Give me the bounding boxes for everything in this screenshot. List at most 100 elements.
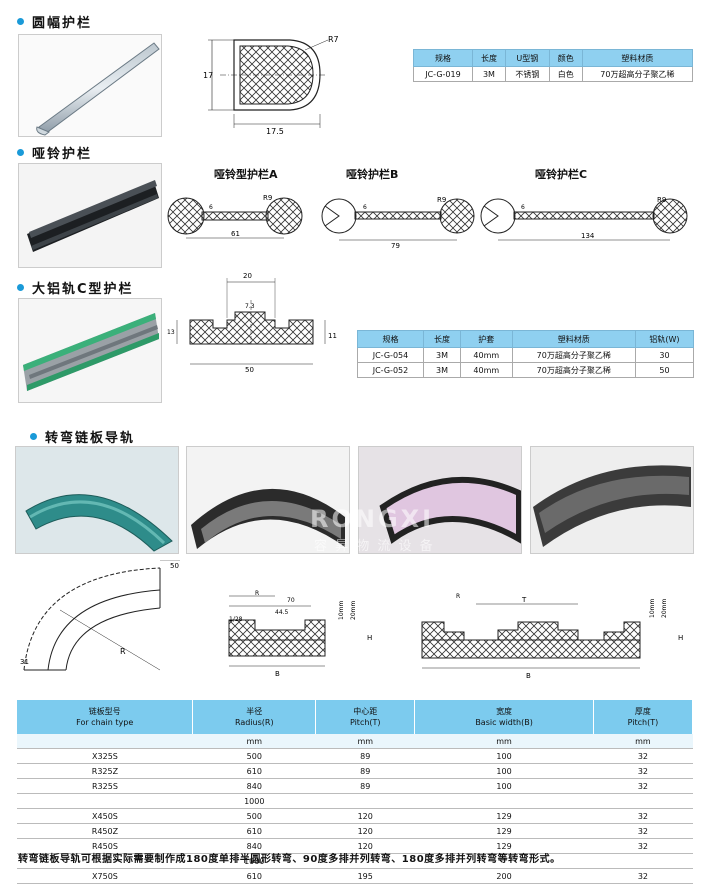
bullet-icon [17,284,24,291]
table-cell: R450Z [17,823,193,839]
table-cell: R325S [17,778,193,794]
caption-dumbbell-a: 哑铃型护栏A [214,168,278,181]
section-title-dumbbell: 哑铃护栏 [17,143,92,162]
td: JC-G-019 [413,66,473,82]
dim-right-h: H [678,634,683,642]
table-cell: 129 [414,838,594,854]
td: 3M [422,347,462,363]
table-cell [414,793,594,809]
watermark-sub: 容 昇 物 流 设 备 [314,539,435,554]
table-cell: 129 [414,808,594,824]
th: U型钢 [505,49,550,67]
dim-c-t: 6 [521,204,525,211]
table-cell: 100 [414,748,594,764]
caption-dumbbell-b: 哑铃护栏B [346,168,399,181]
table-cell: 1000 [192,793,316,809]
curve-photo-4 [530,446,694,554]
dim-top: 20 [243,272,252,280]
dim-right-10: 10mm [649,599,656,618]
footer-note: 转弯链板导轨可根据实际需要制作成180度单排半圆形转弯、90度多排并列转弯、18… [18,854,561,865]
section-title-curve: 转弯链板导轨 [30,427,135,446]
table-cell: X325S [17,748,193,764]
table-cell: 32 [593,808,693,824]
table-cell: R325Z [17,763,193,779]
dim-mid-128: 1/28 [229,616,243,623]
table-cell: 120 [315,823,415,839]
dim-right-b: B [526,672,531,680]
bullet-icon [30,433,37,440]
td: 30 [634,347,695,363]
dim-c-w: 134 [581,232,595,240]
th: 规格 [413,49,473,67]
td: 40mm [460,362,513,378]
curve-photo-3 [358,446,522,554]
th: 塑料材质 [581,49,694,67]
dim-mid-445: 44.5 [275,609,289,616]
table-cell: 32 [593,823,693,839]
td: 70万超高分子聚乙稀 [511,347,636,363]
dim-b-r: R9 [437,196,446,204]
bullet-icon [17,18,24,25]
table-cell [315,793,415,809]
th: 铝轨(W) [634,330,695,348]
dim-curve-w: 50 [170,562,179,570]
table-cell: 200 [414,868,594,884]
dim-b-w: 79 [391,242,400,250]
table-cell: 500 [192,748,316,764]
dim-mid-10: 10mm [338,601,345,620]
table-cell: X750S [17,868,193,884]
table-cell: 840 [192,778,316,794]
table-cell: 610 [192,763,316,779]
dumbbell-drawings: 61 R9 6 79 R9 6 134 R9 6 [167,194,688,250]
dim-17-5: 17.5 [266,127,284,136]
table-cell: 32 [593,778,693,794]
table-cell: 89 [315,778,415,794]
dim-a-t: 6 [209,204,213,211]
table-cell: 32 [593,763,693,779]
dim-mid-r: R [255,590,259,597]
c-guard-drawing: 20 7.3 13 11 50 [167,272,337,374]
dim-right-20: 20mm [661,599,668,618]
table-cell: 500 [192,808,316,824]
td: JC-G-052 [357,362,424,378]
table-cell: 610 [192,868,316,884]
table-row: 1000 [17,793,693,809]
dim-w: 50 [245,366,254,374]
table-cell: 32 [593,748,693,764]
curve-photo-2 [186,446,350,554]
dim-17: 17 [203,71,213,80]
th: 规格 [357,330,424,348]
product-photo-dumbbell [18,163,162,268]
dim-c-r: R9 [657,196,666,204]
table-cell: 32 [593,868,693,884]
table-cell: 100 [414,763,594,779]
dim-h2: 11 [328,332,337,340]
curve-section-drawing-2: R T 10mm 20mm H B [421,593,683,680]
th: 长度 [471,49,507,67]
td: 3M [422,362,462,378]
product-photo-round [18,34,162,137]
td: 50 [634,362,695,378]
td: 70万超高分子聚乙稀 [511,362,636,378]
table-cell: 89 [315,748,415,764]
th: 塑料材质 [511,330,636,348]
dim-right-t: T [521,596,527,604]
dim-right-r: R [456,593,460,600]
table-cell [315,853,415,869]
table-cell: 100 [414,778,594,794]
table-cell [17,853,193,869]
section-title-aluminum: 大铝轨C型护栏 [17,278,134,297]
table-cell: 32 [593,838,693,854]
dim-mid-20: 20mm [350,601,357,620]
dim-inner: 7.3 [245,303,255,310]
dim-a-r: R9 [263,194,272,202]
